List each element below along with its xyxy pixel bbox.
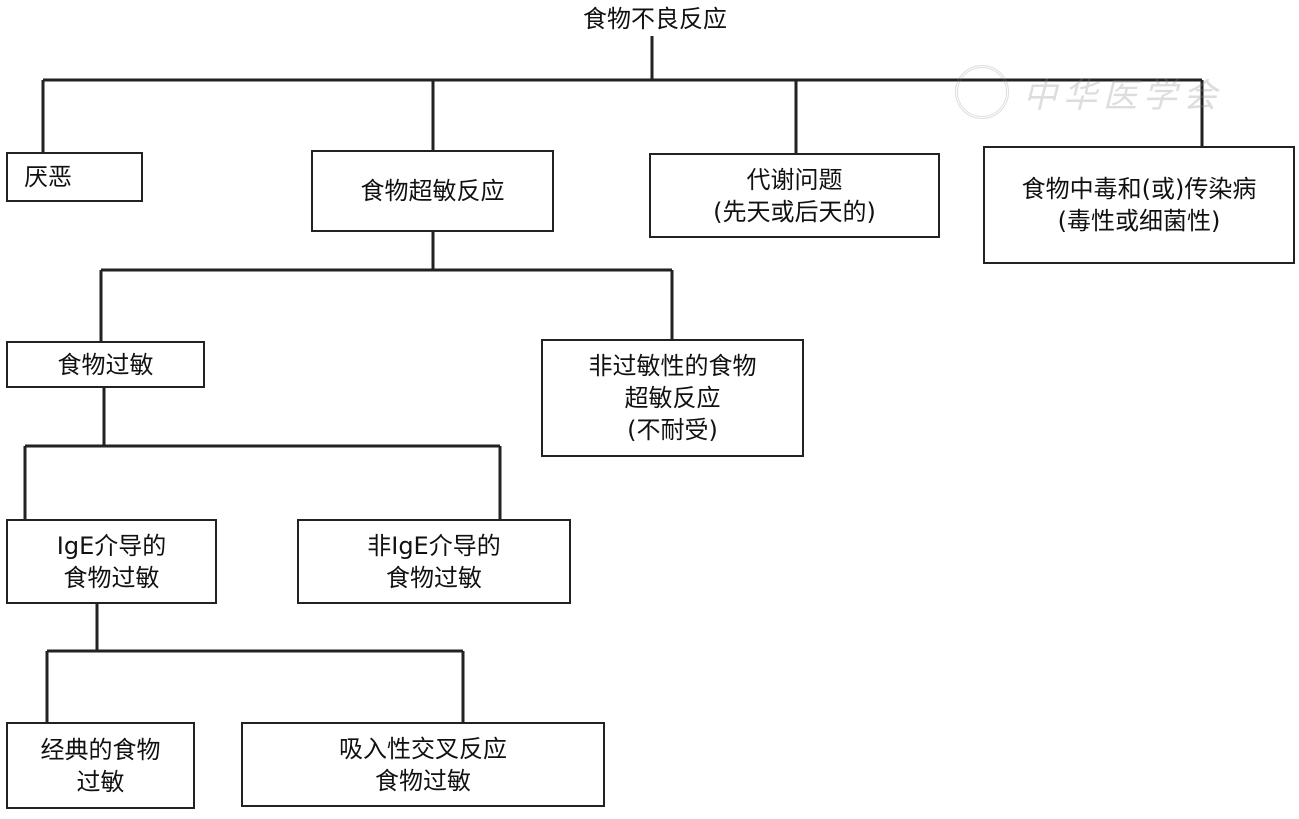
node-intolerance-line3: (不耐受)	[627, 416, 718, 444]
node-intolerance-line2: 超敏反应	[624, 384, 721, 412]
node-non-ige-mediated-line2: 食物过敏	[386, 563, 482, 592]
root-node-label: 食物不良反应	[583, 5, 727, 33]
node-metabolic-line1: 代谢问题	[746, 165, 843, 194]
node-metabolic: 代谢问题 (先天或后天的)	[649, 153, 940, 238]
watermark-text: 中华医学会	[1023, 75, 1223, 116]
node-classic-allergy-line1: 经典的食物	[40, 735, 161, 764]
node-aversion: 厌恶	[6, 152, 143, 202]
node-poisoning-line2: (毒性或细菌性)	[1057, 207, 1221, 235]
node-metabolic-line2: (先天或后天的)	[713, 197, 876, 226]
node-food-hypersensitivity-label: 食物超敏反应	[360, 177, 505, 205]
node-classic-allergy: 经典的食物 过敏	[6, 722, 195, 809]
watermark: 中华医学会	[955, 62, 1245, 122]
node-food-allergy-label: 食物过敏	[57, 350, 154, 379]
node-cross-reactive-allergy-line2: 食物过敏	[375, 766, 471, 795]
node-food-hypersensitivity: 食物超敏反应	[311, 150, 554, 232]
node-intolerance-line1: 非过敏性的食物	[588, 352, 757, 380]
node-food-allergy: 食物过敏	[6, 341, 205, 388]
node-non-ige-mediated-line1: 非IgE介导的	[367, 531, 501, 560]
node-cross-reactive-allergy: 吸入性交叉反应 食物过敏	[241, 722, 605, 807]
seal-logo-icon	[955, 65, 1009, 119]
node-classic-allergy-line2: 过敏	[76, 767, 125, 796]
node-ige-mediated-line2: 食物过敏	[63, 563, 160, 592]
node-poisoning: 食物中毒和(或)传染病 (毒性或细菌性)	[983, 146, 1295, 264]
node-ige-mediated: IgE介导的 食物过敏	[6, 519, 217, 604]
node-cross-reactive-allergy-line1: 吸入性交叉反应	[339, 734, 507, 763]
node-intolerance: 非过敏性的食物 超敏反应 (不耐受)	[541, 339, 804, 457]
node-aversion-label: 厌恶	[24, 163, 72, 191]
node-non-ige-mediated: 非IgE介导的 食物过敏	[297, 519, 571, 604]
node-ige-mediated-line1: IgE介导的	[56, 531, 167, 560]
node-poisoning-line1: 食物中毒和(或)传染病	[1021, 175, 1257, 203]
